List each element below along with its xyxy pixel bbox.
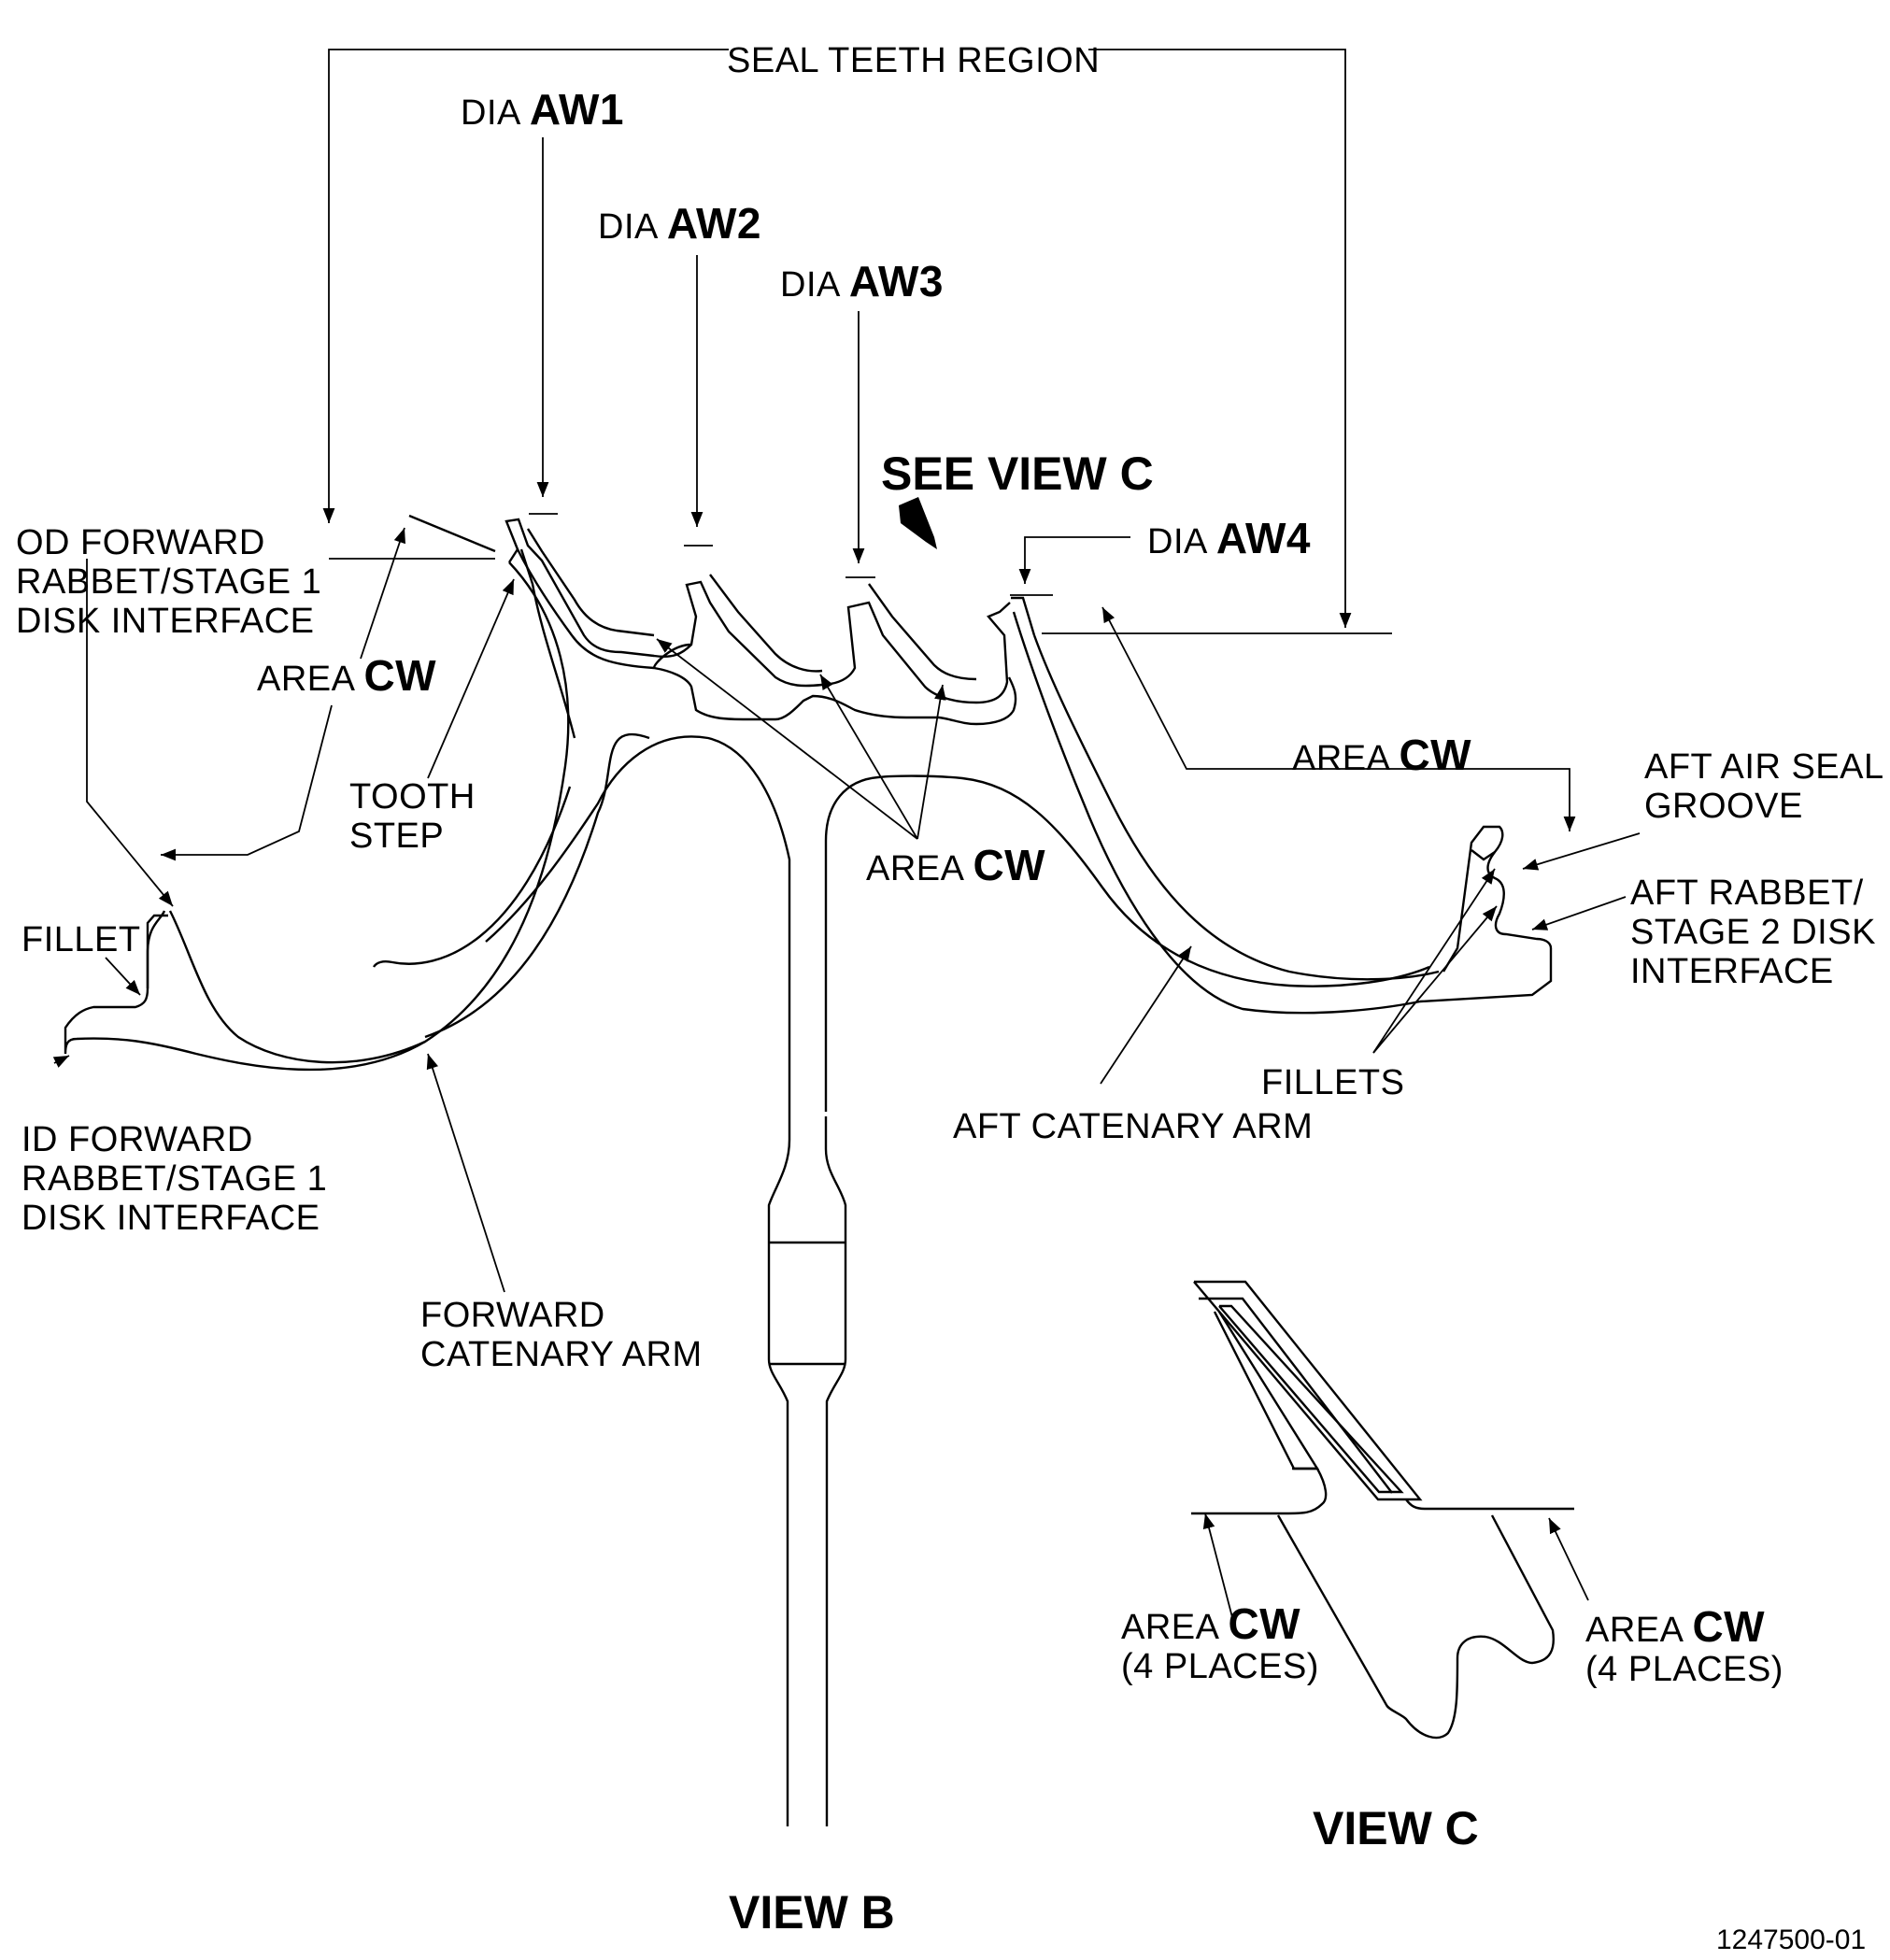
id-forward-line-1: ID FORWARD bbox=[21, 1120, 253, 1159]
dia-aw2-label: DIA AW2 bbox=[598, 202, 761, 247]
four-places-left: (4 PLACES) bbox=[1121, 1647, 1319, 1686]
four-places-right: (4 PLACES) bbox=[1585, 1650, 1783, 1689]
view-b-part-outline bbox=[64, 514, 1553, 1826]
od-forward-line-1: OD FORWARD bbox=[16, 523, 265, 562]
forward-catenary-line-2: CATENARY ARM bbox=[420, 1335, 703, 1374]
aft-air-seal-groove-label: AFT AIR SEAL GROOVE bbox=[1644, 747, 1884, 826]
forward-catenary-arm-label: FORWARD CATENARY ARM bbox=[420, 1296, 703, 1374]
cw-code: CW bbox=[1399, 731, 1472, 779]
area-cw-4-places-right: AREA CW (4 PLACES) bbox=[1585, 1605, 1783, 1689]
aft-rabbet-line-3: INTERFACE bbox=[1630, 952, 1834, 991]
aw4-code: AW4 bbox=[1215, 514, 1311, 562]
area-cw-label-forward: AREA CW bbox=[257, 654, 436, 699]
area-prefix: AREA bbox=[866, 849, 963, 888]
fillet-label: FILLET bbox=[21, 920, 141, 959]
area-cw-4-places-left: AREA CW (4 PLACES) bbox=[1121, 1602, 1319, 1686]
area-prefix: AREA bbox=[1121, 1608, 1218, 1647]
aft-rabbet-label: AFT RABBET/ STAGE 2 DISK INTERFACE bbox=[1630, 873, 1876, 991]
view-b-title: VIEW B bbox=[729, 1886, 895, 1939]
dia-aw4-label: DIA AW4 bbox=[1147, 517, 1311, 561]
fillets-label: FILLETS bbox=[1261, 1063, 1405, 1102]
area-cw-label-aft: AREA CW bbox=[1292, 733, 1471, 778]
cw-code: CW bbox=[1692, 1602, 1766, 1651]
dia-prefix: DIA bbox=[780, 265, 839, 305]
tooth-step-label: TOOTH STEP bbox=[349, 777, 476, 856]
aft-rabbet-line-2: STAGE 2 DISK bbox=[1630, 913, 1876, 952]
see-view-c-label: SEE VIEW C bbox=[881, 447, 1154, 500]
cw-code: CW bbox=[1228, 1599, 1301, 1648]
aft-rabbet-line-1: AFT RABBET/ bbox=[1630, 873, 1864, 913]
view-c-title: VIEW C bbox=[1313, 1802, 1479, 1854]
aft-air-seal-line-2: GROOVE bbox=[1644, 787, 1803, 826]
area-prefix: AREA bbox=[257, 660, 354, 699]
aft-catenary-arm-label: AFT CATENARY ARM bbox=[953, 1107, 1314, 1146]
dia-prefix: DIA bbox=[1147, 522, 1206, 561]
seal-teeth-region-bracket bbox=[322, 49, 1392, 634]
aft-air-seal-line-1: AFT AIR SEAL bbox=[1644, 747, 1884, 787]
od-forward-label: OD FORWARD RABBET/STAGE 1 DISK INTERFACE bbox=[16, 523, 321, 641]
id-forward-line-3: DISK INTERFACE bbox=[21, 1199, 320, 1238]
od-forward-line-2: RABBET/STAGE 1 bbox=[16, 562, 322, 602]
dia-prefix: DIA bbox=[461, 93, 519, 133]
dia-aw1-label: DIA AW1 bbox=[461, 88, 624, 133]
tooth-step-line-1: TOOTH bbox=[349, 777, 476, 817]
aw3-code: AW3 bbox=[848, 257, 944, 305]
figure-number: 1247500-01 bbox=[1716, 1924, 1867, 1955]
id-forward-label: ID FORWARD RABBET/STAGE 1 DISK INTERFACE bbox=[21, 1120, 327, 1238]
tooth-step-line-2: STEP bbox=[349, 817, 445, 856]
id-forward-line-2: RABBET/STAGE 1 bbox=[21, 1159, 328, 1199]
cw-code: CW bbox=[363, 651, 437, 700]
od-forward-line-3: DISK INTERFACE bbox=[16, 602, 315, 641]
see-view-c-arrow-icon bbox=[899, 497, 937, 549]
aw1-code: AW1 bbox=[529, 85, 624, 134]
dia-leaders bbox=[529, 137, 1130, 596]
cw-code: CW bbox=[973, 841, 1046, 889]
view-b-leaders bbox=[52, 527, 1641, 1293]
dia-aw3-label: DIA AW3 bbox=[780, 260, 944, 305]
area-prefix: AREA bbox=[1292, 739, 1389, 778]
dia-prefix: DIA bbox=[598, 207, 657, 247]
forward-catenary-line-1: FORWARD bbox=[420, 1296, 605, 1335]
view-c-detail bbox=[1191, 1280, 1589, 1740]
area-cw-label-teeth: AREA CW bbox=[866, 844, 1045, 888]
area-prefix: AREA bbox=[1585, 1611, 1683, 1650]
seal-teeth-region-label: SEAL TEETH REGION bbox=[727, 41, 1101, 80]
aw2-code: AW2 bbox=[666, 199, 761, 248]
